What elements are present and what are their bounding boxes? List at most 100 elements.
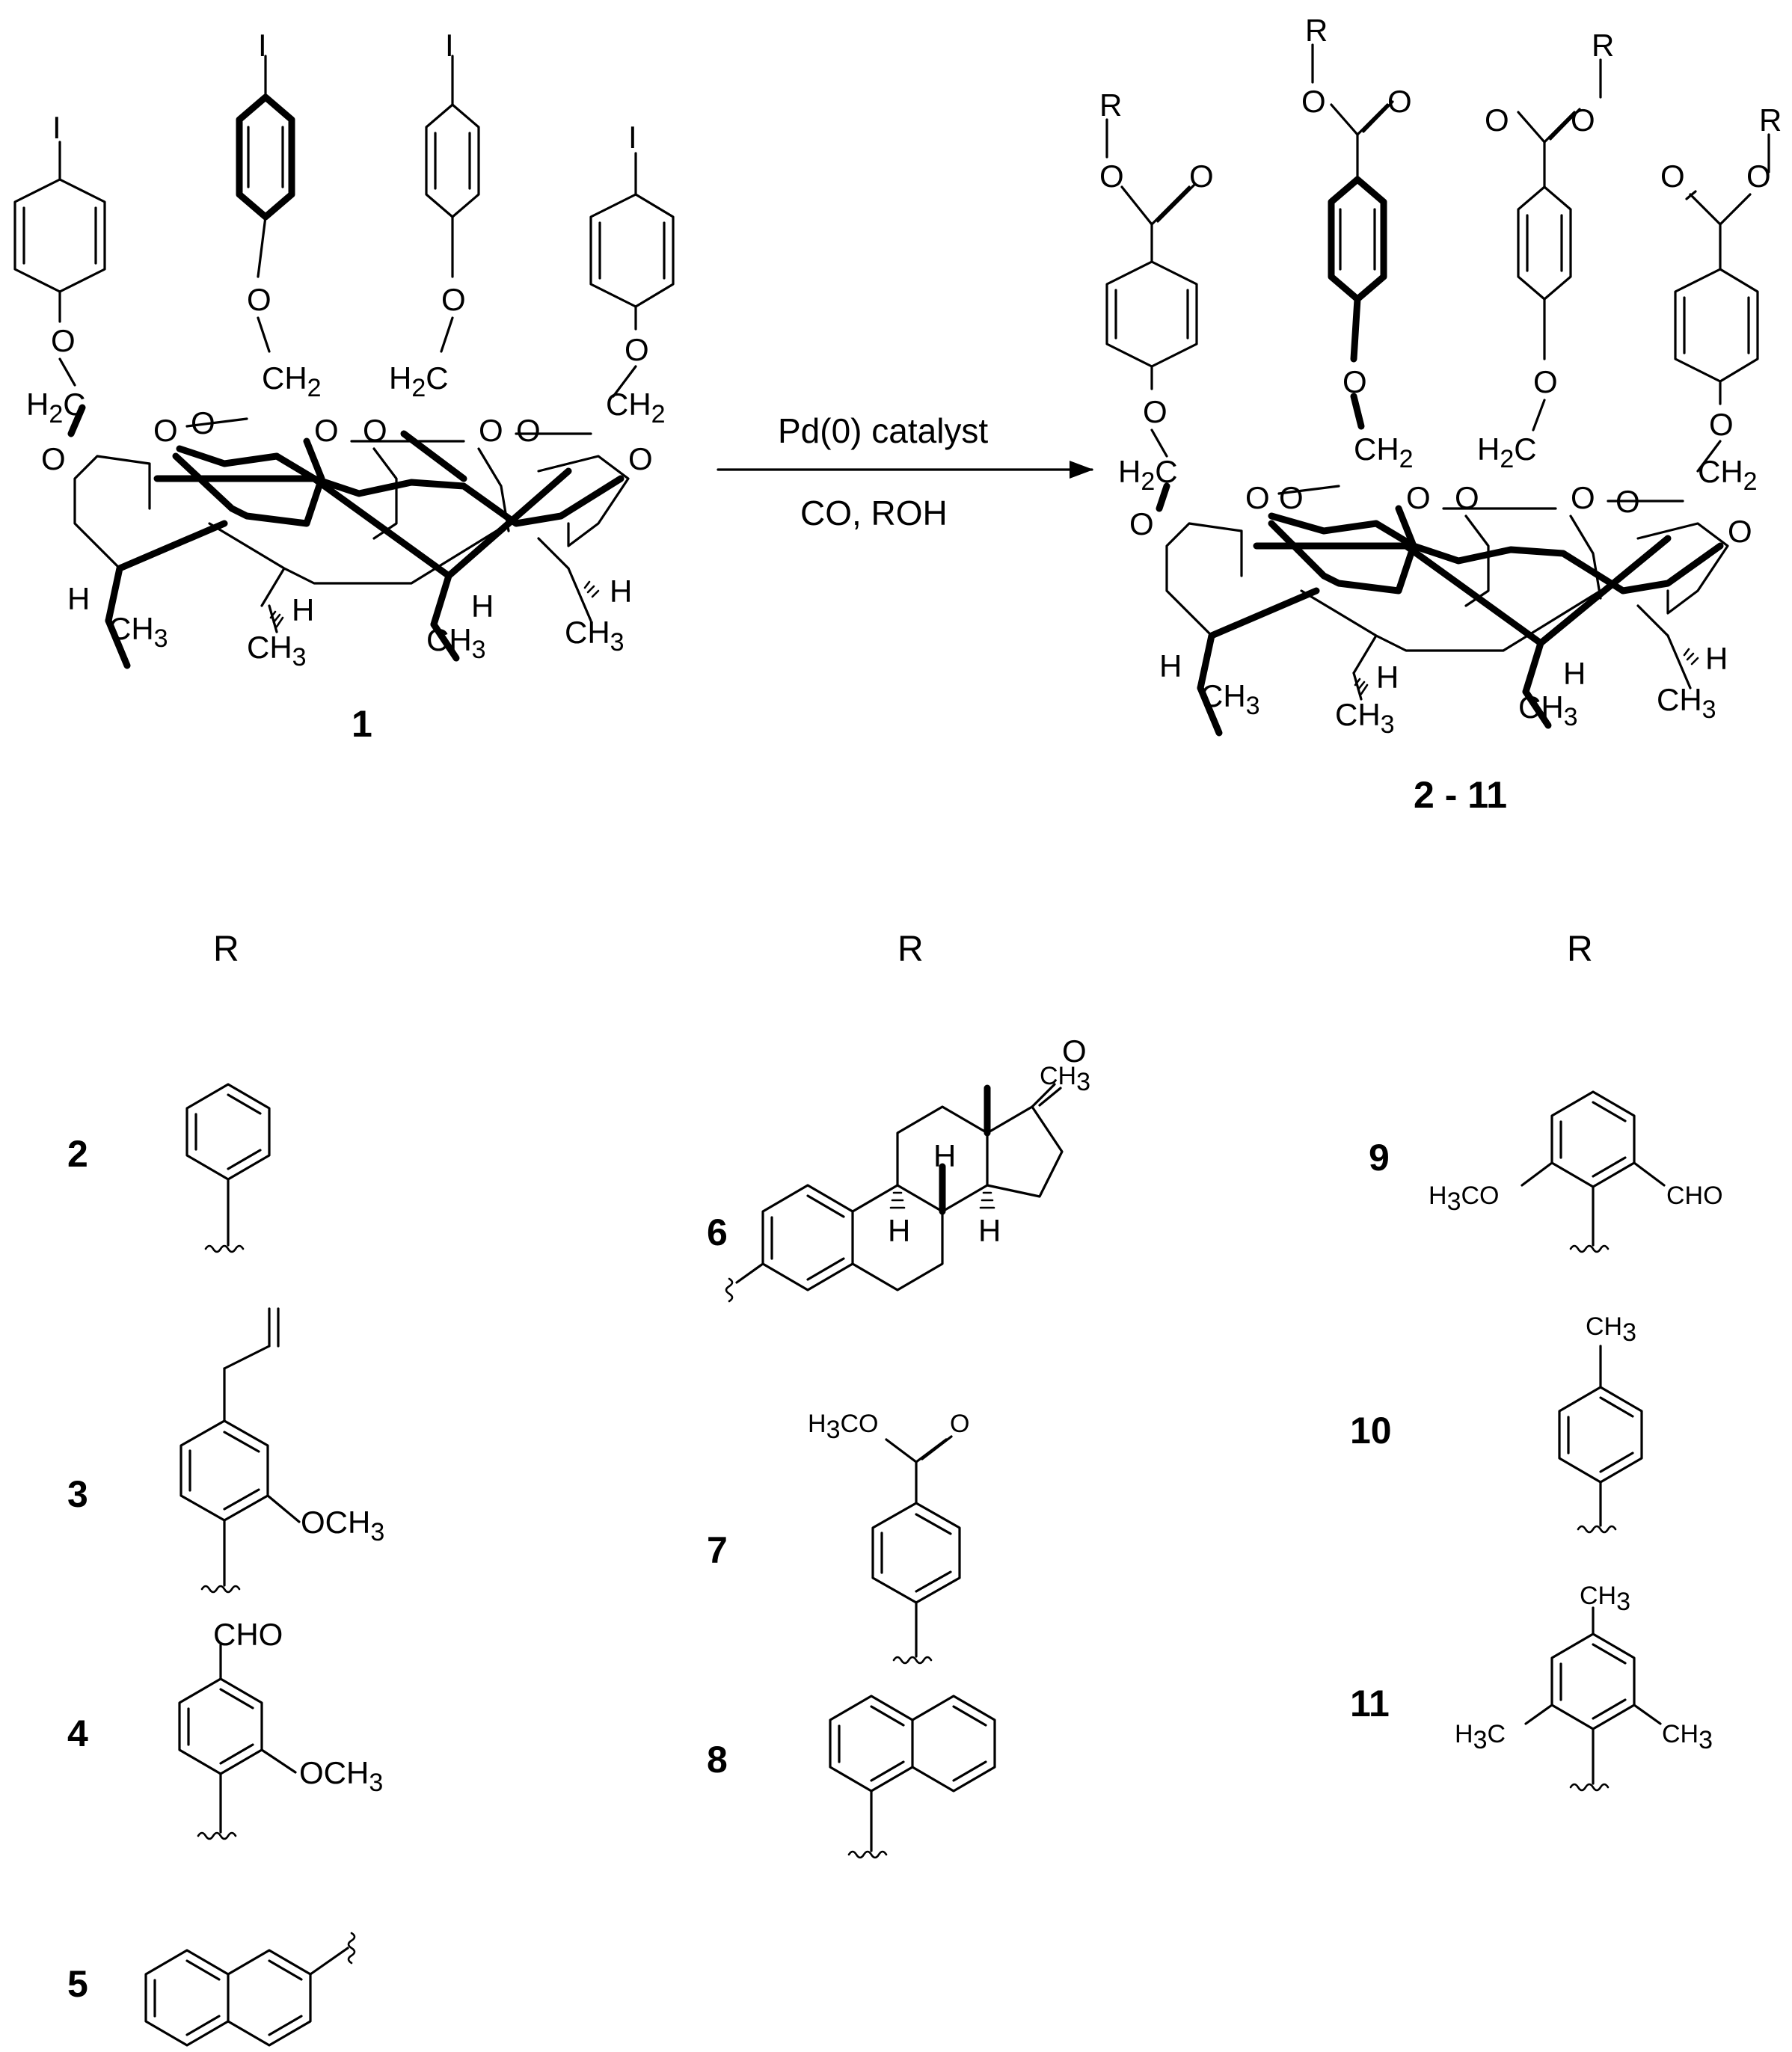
h-1a: H [67,581,90,616]
ester-o-a2: O [1189,159,1214,194]
ch3-1d: CH3 [565,615,625,657]
oxygen-p-bowl-h: O [1728,514,1752,549]
oxygen-1-bowl-d: O [314,413,339,448]
ch3-1b: CH3 [247,630,307,672]
h-6b: H [933,1138,956,1173]
h-pa: H [1159,648,1182,684]
substituent-och3-3: OCH3 [301,1505,384,1546]
entry-label-6: 6 [707,1211,728,1253]
r-group-8: 8 [707,1695,996,1859]
ester-methyl-7: H3CO [808,1410,878,1444]
entry-label-5: 5 [67,1963,88,2005]
r-group-5: 5 [67,1932,356,2047]
h2c-pc: H2C [1477,431,1537,473]
oxygen-p-aryl-d: O [1709,407,1734,442]
ester-o-d2: O [1746,159,1771,194]
oxygen-p-bowl-a: O [1129,506,1154,541]
ester-o-b2: O [1387,84,1412,119]
ch2-pb: CH2 [1354,431,1414,473]
ch2-pd: CH2 [1698,454,1758,496]
h2c-pa: H2C [1118,454,1178,496]
methyl-11-right: CH3 [1662,1720,1713,1754]
cavitand-1: I I I I O O O O O O O O O O O O H2C CH2 … [13,28,675,745]
oxygen-p-bowl-f: O [1571,480,1595,515]
column-header-r-3: R [1567,930,1593,969]
entry-label-4: 4 [67,1712,88,1754]
r-group-a: R [1099,87,1122,123]
r-group-6: 6 CH3 O H H H [707,1033,1090,1303]
oxygen-p-bowl-g: O [1615,484,1640,519]
methoxy-9: H3CO [1429,1182,1499,1216]
h-6c: H [978,1213,1001,1248]
entry-label-9: 9 [1369,1137,1390,1179]
oxygen-1-aryl-b: O [247,282,271,317]
oxygen-p-aryl-c: O [1533,364,1558,399]
entry-label-7: 7 [707,1529,728,1571]
iodine-1d: I [628,120,637,155]
h-6a: H [888,1213,910,1248]
r-group-d: R [1759,102,1782,138]
oxygen-1-bowl-f: O [479,413,503,448]
compound-label-product: 2 - 11 [1414,774,1507,816]
h-1d: H [610,574,632,609]
r-group-b: R [1305,13,1328,48]
ch3-pd: CH3 [1657,682,1716,724]
r-group-4: 4 CHO OCH3 [67,1617,383,1840]
ester-o-c2: O [1571,102,1595,138]
r-group-3: 3 OCH3 [67,1307,384,1594]
ch3-pa: CH3 [1200,678,1260,720]
entry-label-3: 3 [67,1473,88,1515]
compound-label-1: 1 [352,703,372,745]
ketone-o-6: O [1062,1033,1087,1069]
h-pb: H [1376,660,1399,695]
oxygen-p-aryl-a: O [1143,394,1167,429]
r-group-10: 10 CH3 [1350,1312,1643,1534]
h-1c: H [471,589,494,624]
oxygen-1-bowl-c: O [191,405,215,440]
entry-label-2: 2 [67,1133,88,1175]
reagent-catalyst: Pd(0) catalyst [778,411,988,450]
ch3-pb: CH3 [1335,697,1395,739]
aldehyde-9: CHO [1666,1182,1723,1210]
reaction-arrow: Pd(0) catalyst CO, ROH [717,411,1093,532]
oxygen-1-bowl-h: O [628,441,653,476]
oxygen-1-bowl-b: O [153,413,178,448]
cavitand-product: R R R R O O O O O O O O O O O O O O O O … [1099,13,1782,816]
ester-o-a1: O [1099,159,1124,194]
ch3-1c: CH3 [426,622,486,664]
oxygen-p-bowl-b: O [1245,480,1270,515]
methyl-11-left: H3C [1455,1720,1506,1754]
reagent-co-roh: CO, ROH [800,494,948,532]
methyl-11-para: CH3 [1580,1582,1630,1616]
oxygen-1-bowl-g: O [516,413,541,448]
oxygen-p-bowl-d: O [1406,480,1431,515]
ch2-1d: CH2 [606,387,666,428]
methyl-10: CH3 [1586,1312,1636,1347]
ester-o-c1: O [1485,102,1509,138]
entry-label-10: 10 [1350,1410,1392,1452]
oxygen-1-aryl-c: O [441,282,466,317]
oxygen-1-bowl-a: O [41,441,66,476]
ester-o-d1: O [1660,159,1685,194]
oxygen-1-bowl-e: O [363,413,387,448]
column-header-r-2: R [897,930,924,969]
r-group-2: 2 [67,1083,271,1253]
entry-label-11: 11 [1350,1683,1390,1724]
iodine-1c: I [445,28,454,63]
ester-o-7: O [950,1410,969,1438]
ch3-1a: CH3 [108,611,168,653]
h-1b: H [292,592,314,627]
r-group-7: 7 H3CO O [707,1410,969,1665]
column-header-r-1: R [213,930,239,969]
r-group-9: 9 H3CO CHO [1369,1090,1723,1253]
iodine-1a: I [52,110,61,145]
h2c-1c: H2C [389,360,449,402]
entry-label-8: 8 [707,1739,728,1781]
substituent-cho-4: CHO [213,1617,283,1652]
oxygen-p-bowl-c: O [1279,480,1304,515]
iodine-1b: I [258,28,267,63]
h-pc: H [1563,656,1586,691]
oxygen-1-aryl-d: O [625,332,649,367]
ester-o-b1: O [1301,84,1326,119]
